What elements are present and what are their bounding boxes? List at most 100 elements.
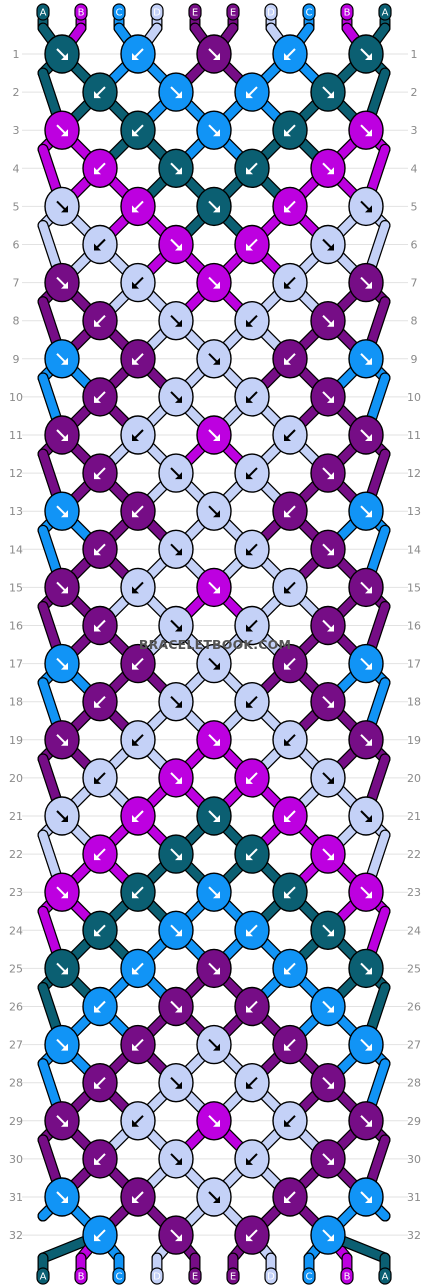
knot-arrowhead-icon — [94, 1005, 101, 1013]
knot-arrowhead-icon — [94, 395, 101, 403]
row-number-left: 11 — [9, 429, 23, 442]
knot-arrowhead-icon — [175, 91, 182, 99]
knot — [272, 415, 308, 455]
bottom-strand-6: D — [264, 1267, 278, 1285]
knot-arrowhead-icon — [284, 738, 291, 746]
top-strand-0: A — [36, 3, 50, 21]
strand-cap — [340, 1267, 354, 1285]
knot-arrowhead-icon — [213, 1119, 220, 1127]
knot — [196, 491, 232, 531]
strand-letter: B — [344, 8, 351, 19]
knot — [272, 720, 308, 760]
strand-cap — [302, 1267, 316, 1285]
knot — [196, 110, 232, 150]
row-number-left: 27 — [9, 1039, 23, 1052]
row-number-right: 1 — [411, 48, 418, 61]
knot-arrowhead-icon — [284, 205, 291, 213]
knot — [234, 148, 270, 189]
knot-arrowhead-icon — [365, 357, 372, 365]
row-number-left: 15 — [9, 581, 23, 594]
knot — [310, 682, 346, 722]
knot-arrowhead-icon — [61, 129, 68, 137]
knot-arrowhead-icon — [213, 891, 220, 899]
knot-arrowhead-icon — [175, 243, 182, 251]
knot — [272, 1177, 308, 1217]
knot — [44, 491, 80, 531]
row-number-right: 2 — [411, 86, 418, 99]
knot-arrowhead-icon — [94, 1081, 101, 1089]
strand-cap — [226, 1267, 240, 1285]
knot — [44, 567, 80, 608]
knot — [348, 186, 384, 227]
strand-letter: D — [267, 8, 275, 19]
knot-arrowhead-icon — [61, 510, 68, 518]
strand-cap — [302, 3, 316, 21]
knot-arrowhead-icon — [327, 776, 334, 784]
knot-arrowhead-icon — [246, 1081, 253, 1089]
knot-arrowhead-icon — [94, 319, 101, 327]
strand-cap — [150, 3, 164, 21]
row-number-left: 8 — [13, 315, 20, 328]
knot — [158, 148, 194, 189]
knot — [348, 567, 384, 608]
knot — [196, 186, 232, 227]
row-number-left: 13 — [9, 505, 23, 518]
knot — [82, 301, 118, 341]
strand-cap — [150, 1267, 164, 1285]
knot — [348, 1101, 384, 1141]
knot-arrowhead-icon — [94, 1234, 101, 1242]
row-number-right: 28 — [407, 1077, 421, 1090]
knot-arrowhead-icon — [175, 929, 182, 937]
bottom-strand-7: C — [302, 1267, 316, 1285]
knot — [44, 796, 80, 836]
knot — [120, 110, 156, 150]
top-strand-1: B — [74, 3, 88, 21]
knot — [234, 834, 270, 874]
knot — [158, 834, 194, 874]
knot — [196, 720, 232, 760]
knot — [82, 377, 118, 417]
knot-arrowhead-icon — [365, 738, 372, 746]
knot-arrowhead-icon — [132, 1043, 139, 1051]
knot — [44, 872, 80, 912]
strand-letter: D — [153, 8, 161, 19]
top-strand-9: A — [378, 3, 392, 21]
row-number-right: 23 — [407, 886, 421, 899]
knot — [120, 1024, 156, 1065]
knot — [272, 872, 308, 912]
strand-cap — [112, 3, 126, 21]
knot — [310, 1215, 346, 1255]
knot — [196, 1024, 232, 1065]
knot — [158, 453, 194, 493]
knot-arrowhead-icon — [94, 548, 101, 556]
bottom-strand-2: C — [112, 1267, 126, 1285]
knot-arrowhead-icon — [284, 357, 291, 365]
strand-letter: D — [153, 1272, 161, 1283]
knot — [310, 224, 346, 265]
strand-letter: B — [78, 1272, 85, 1283]
strand-cap — [264, 3, 278, 21]
top-strand-7: C — [302, 3, 316, 21]
knot-arrowhead-icon — [175, 776, 182, 784]
knot — [348, 720, 384, 760]
knot-arrowhead-icon — [132, 1196, 139, 1203]
strand-letter: B — [344, 1272, 351, 1283]
knot-arrowhead-icon — [246, 853, 253, 861]
knot — [272, 34, 308, 74]
knot — [234, 529, 270, 569]
knot — [82, 986, 118, 1027]
knot-arrowhead-icon — [132, 815, 139, 822]
knot — [272, 186, 308, 227]
knot-arrowhead-icon — [132, 53, 139, 60]
knot — [120, 1177, 156, 1217]
knot-arrowhead-icon — [284, 586, 291, 594]
knot-arrowhead-icon — [61, 281, 68, 289]
bottom-strand-5: E — [226, 1267, 240, 1285]
row-number-right: 14 — [407, 543, 421, 556]
strand-letter: E — [192, 8, 198, 19]
knot-arrowhead-icon — [175, 548, 182, 556]
knot — [82, 529, 118, 569]
knot — [120, 491, 156, 531]
row-number-right: 16 — [407, 620, 421, 633]
strand-letter: A — [40, 1272, 47, 1283]
